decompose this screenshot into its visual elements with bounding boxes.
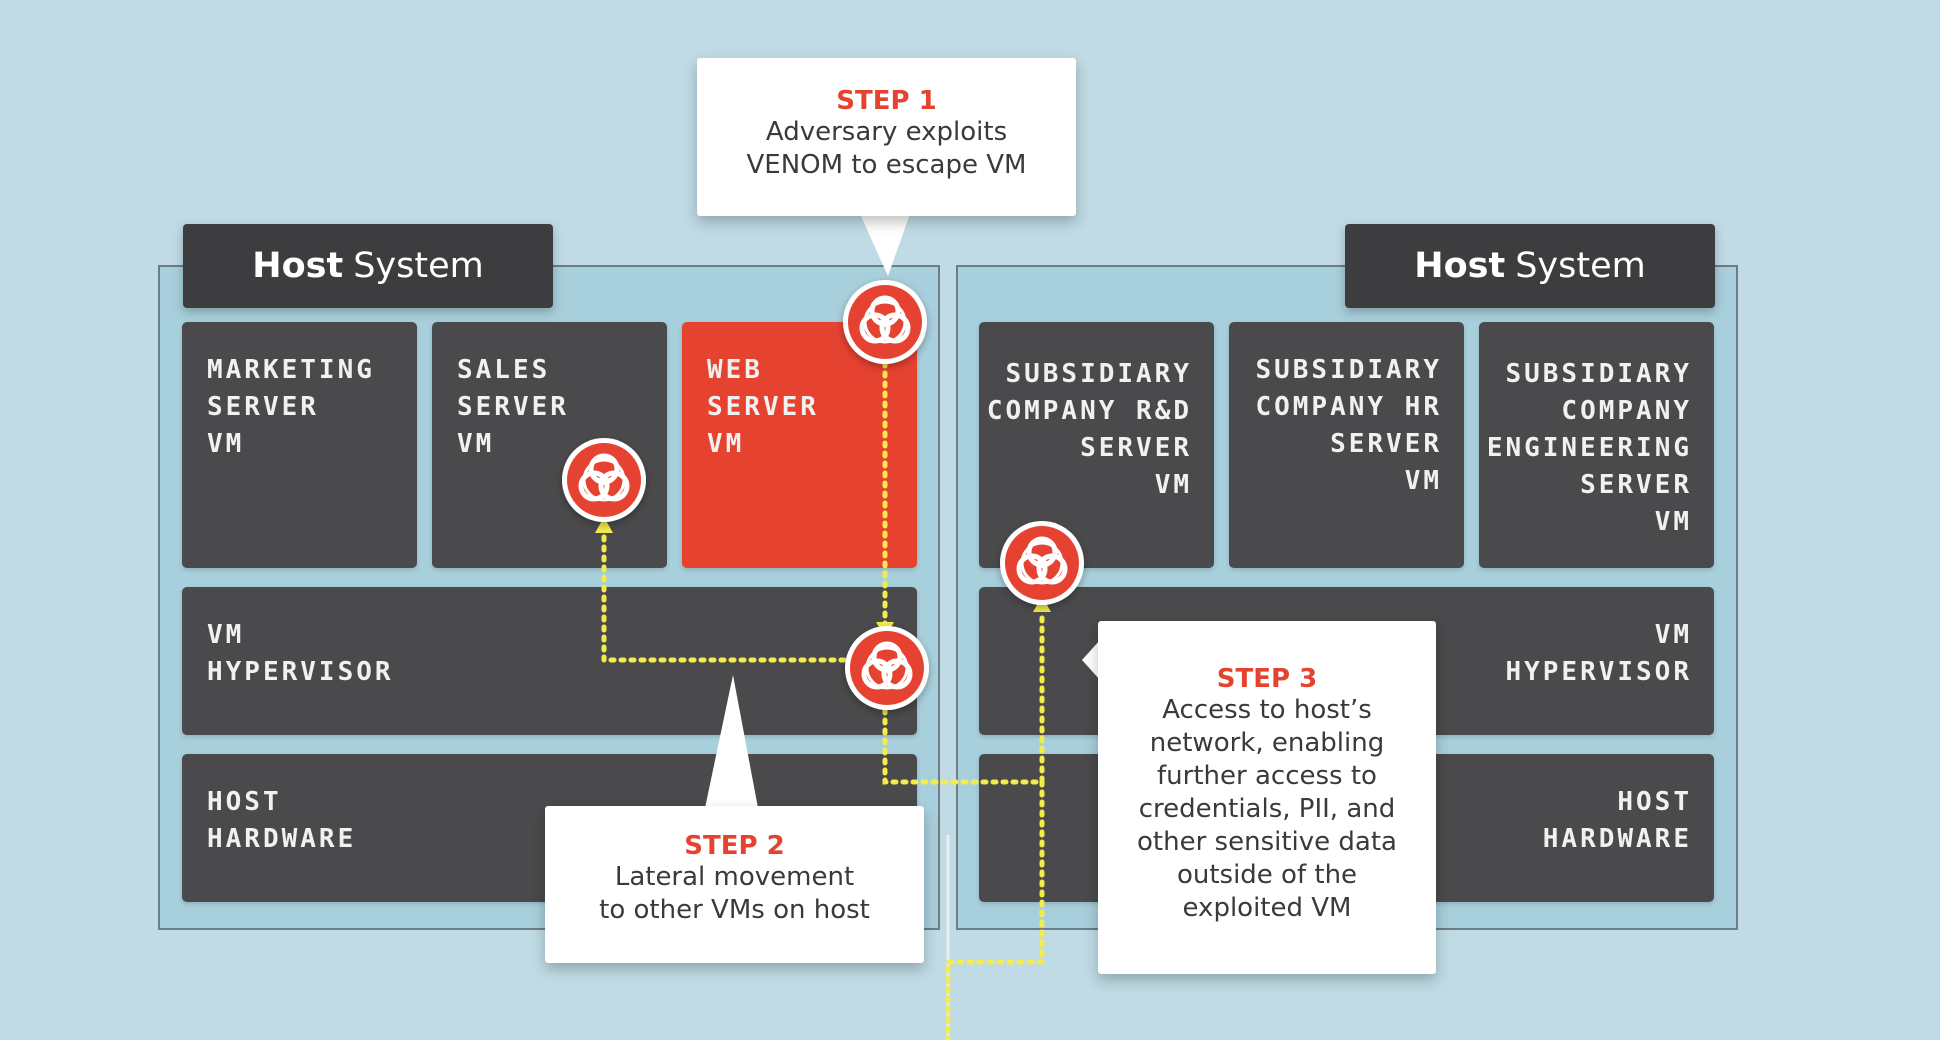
step2-text: Lateral movement to other VMs on host: [599, 862, 870, 925]
arrowhead-up-left: [595, 517, 613, 533]
subsidiary-engineering-server-vm[interactable]: SUBSIDIARY COMPANY ENGINEERING SERVER VM: [1479, 322, 1714, 568]
biohazard-icon: [845, 626, 929, 710]
marketing-server-vm[interactable]: MARKETING SERVER VM: [182, 322, 417, 568]
path-lateral: [601, 529, 857, 663]
right-host-title-bold: Host: [1414, 246, 1506, 286]
left-host-title-light: System: [353, 246, 484, 286]
step2-callout: STEP 2 Lateral movement to other VMs on …: [545, 806, 924, 963]
step1-callout: STEP 1 Adversary exploits VENOM to escap…: [697, 58, 1076, 216]
right-host-title: Host System: [1345, 224, 1715, 308]
step3-title: STEP 3: [1216, 664, 1318, 694]
step1-text: Adversary exploits VENOM to escape VM: [746, 117, 1027, 180]
step1-title: STEP 1: [836, 86, 937, 116]
path-network: [882, 611, 1045, 785]
step2-title: STEP 2: [684, 831, 785, 861]
step2-pointer: [705, 675, 758, 808]
subsidiary-hr-server-vm[interactable]: SUBSIDIARY COMPANY HR SERVER VM: [1229, 322, 1464, 568]
step3-pointer: [1082, 640, 1100, 680]
biohazard-icon: [1000, 521, 1084, 605]
right-host-title-light: System: [1515, 246, 1646, 286]
sales-server-vm[interactable]: SALES SERVER VM: [432, 322, 667, 568]
step1-pointer: [860, 214, 910, 276]
biohazard-icon: [562, 438, 646, 522]
path-out: [945, 779, 1045, 1040]
step3-text: Access to host’s network, enabling furth…: [1137, 695, 1397, 923]
left-host-title: Host System: [183, 224, 553, 308]
biohazard-icon: [843, 280, 927, 364]
subsidiary-rd-server-vm[interactable]: SUBSIDIARY COMPANY R&D SERVER VM: [979, 322, 1214, 568]
left-host-title-bold: Host: [252, 246, 344, 286]
step3-callout: STEP 3 Access to host’s network, enablin…: [1098, 621, 1436, 974]
